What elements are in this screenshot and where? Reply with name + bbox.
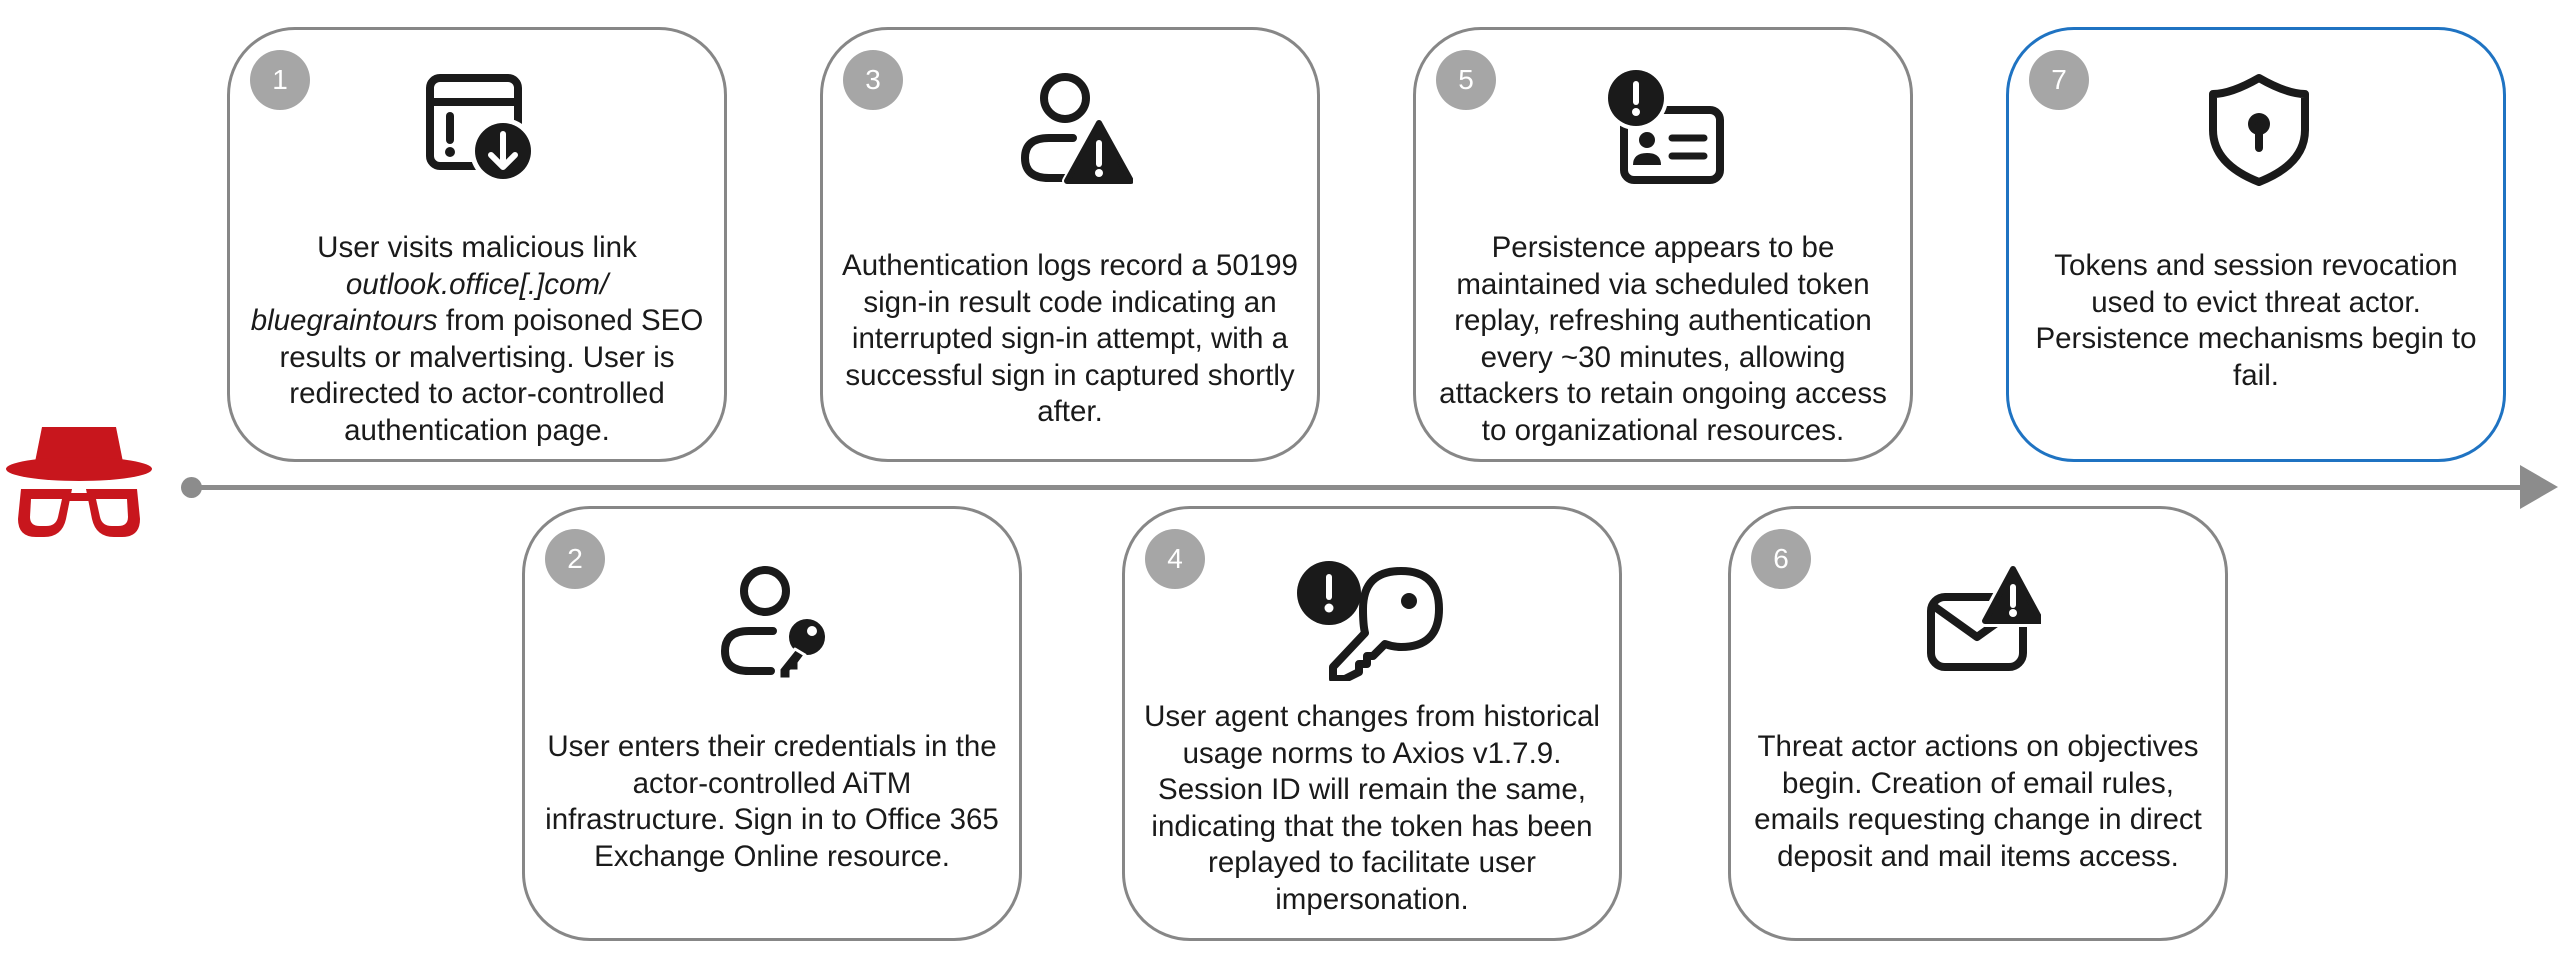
step-card-2: 2 User enters their credentials in the a… bbox=[522, 506, 1022, 941]
step-number-badge: 6 bbox=[1751, 529, 1811, 589]
shield-lock-icon bbox=[2199, 68, 2319, 188]
timeline-line bbox=[190, 485, 2530, 490]
step-number-badge: 4 bbox=[1145, 529, 1205, 589]
mail-warning-icon bbox=[1921, 561, 2041, 681]
malicious-link-path: bluegraintours bbox=[250, 304, 438, 337]
key-alert-icon bbox=[1297, 561, 1457, 681]
step-card-6: 6 Threat actor actions on objectives beg… bbox=[1728, 506, 2228, 941]
step-card-7: 7 Tokens and session revocation used to … bbox=[2006, 27, 2506, 462]
step-description: Threat actor actions on objectives begin… bbox=[1754, 730, 2202, 873]
threat-actor-icon bbox=[4, 425, 154, 545]
step-number-badge: 2 bbox=[545, 529, 605, 589]
step-number-badge: 7 bbox=[2029, 50, 2089, 110]
browser-download-icon bbox=[420, 68, 540, 188]
step-description: User visits malicious link outlook.offic… bbox=[250, 231, 704, 447]
user-key-icon bbox=[715, 561, 835, 681]
step-description: Tokens and session revocation used to ev… bbox=[2035, 249, 2477, 392]
step-description: User agent changes from historical usage… bbox=[1144, 700, 1600, 916]
step-card-4: 4 User agent changes from historical usa… bbox=[1122, 506, 1622, 941]
step-card-5: 5 Persistence appears to be maintained v… bbox=[1413, 27, 1913, 462]
step-description: Authentication logs record a 50199 sign-… bbox=[842, 249, 1298, 428]
timeline-start-dot bbox=[181, 477, 202, 498]
step-number-badge: 5 bbox=[1436, 50, 1496, 110]
user-warning-icon bbox=[1013, 68, 1133, 188]
step-card-3: 3 Authentication logs record a 50199 sig… bbox=[820, 27, 1320, 462]
step-description: User enters their credentials in the act… bbox=[545, 730, 999, 873]
step-card-1: 1 User visits malicious link outlook.off… bbox=[227, 27, 727, 462]
timeline-arrowhead bbox=[2520, 465, 2558, 509]
malicious-link: outlook.office[.]com/ bbox=[345, 267, 609, 301]
step-number-badge: 1 bbox=[250, 50, 310, 110]
step-number-badge: 3 bbox=[843, 50, 903, 110]
id-card-alert-icon bbox=[1606, 68, 1726, 188]
step-description: Persistence appears to be maintained via… bbox=[1439, 231, 1887, 447]
